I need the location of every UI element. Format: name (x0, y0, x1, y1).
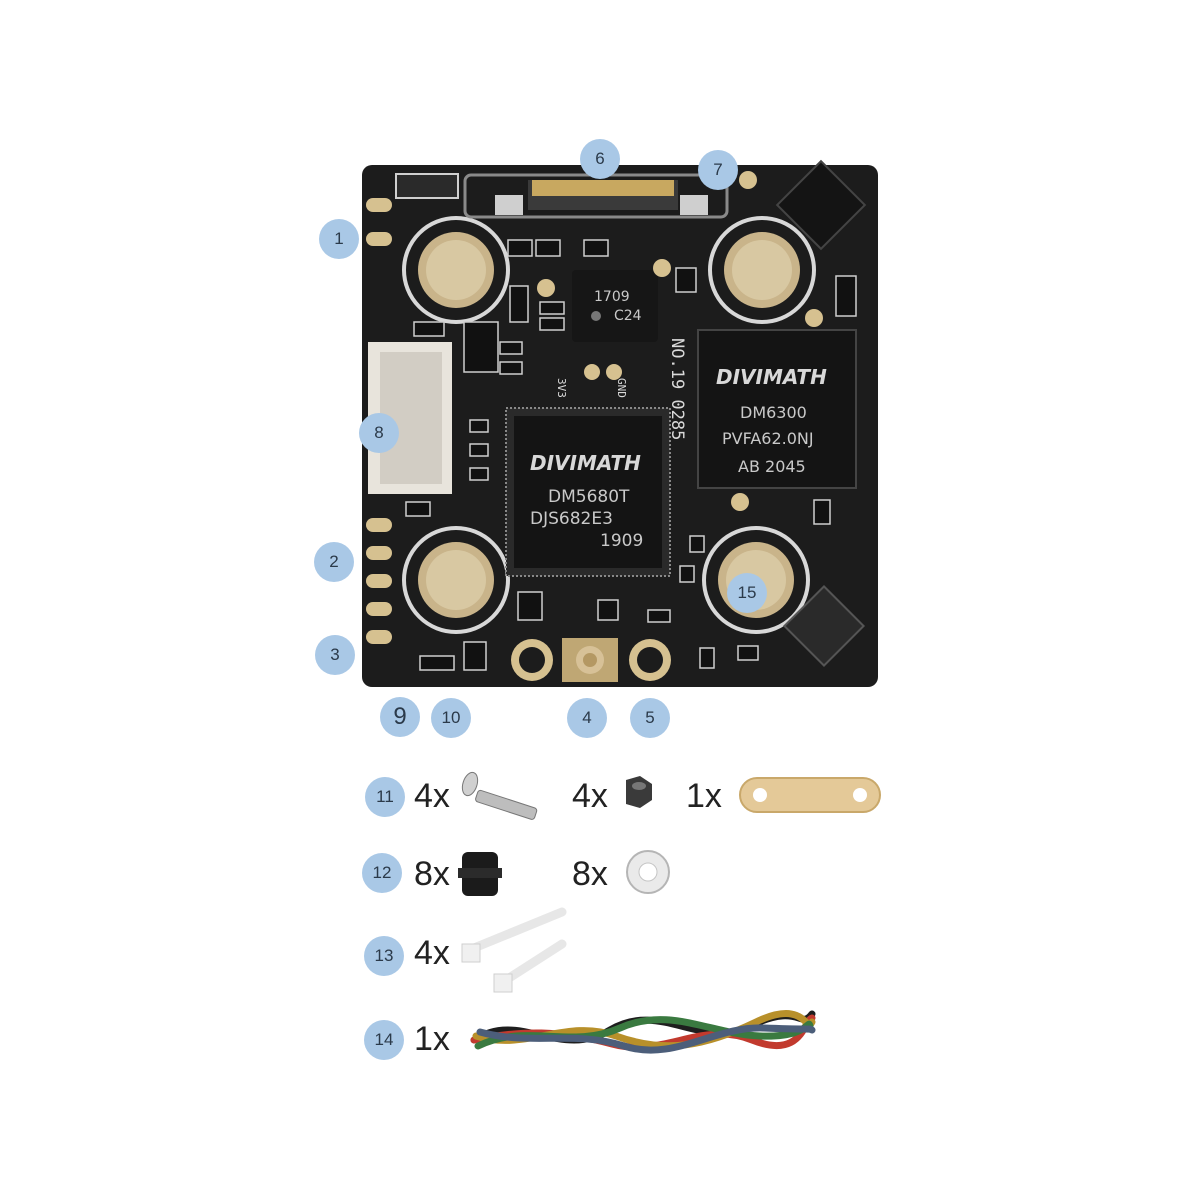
svg-text:1909: 1909 (600, 531, 643, 551)
mount-hole-bottom-left (402, 526, 510, 634)
callout-2: 2 (314, 542, 354, 582)
left-pads (366, 198, 392, 644)
svg-text:DM5680T: DM5680T (548, 487, 630, 507)
antenna-connector (511, 638, 671, 682)
svg-text:DIVIMATH: DIVIMATH (716, 365, 827, 389)
qty-grommet: 8x (414, 855, 450, 893)
svg-text:DIVIMATH: DIVIMATH (530, 451, 641, 475)
callout-15: 15 (727, 573, 767, 613)
qty-nut: 4x (572, 777, 608, 815)
nut-icon (626, 776, 652, 808)
screw-icon (461, 771, 538, 820)
callout-5: 5 (630, 698, 670, 738)
svg-text:1709: 1709 (594, 289, 630, 305)
callout-11: 11 (365, 777, 405, 817)
svg-text:C24: C24 (614, 308, 642, 324)
callout-12: 12 (362, 853, 402, 893)
callout-13: 13 (364, 936, 404, 976)
svg-text:DJS682E3: DJS682E3 (530, 509, 613, 529)
callout-6: 6 (580, 139, 620, 179)
callout-14: 14 (364, 1020, 404, 1060)
main-chip: DIVIMATH DM5680T DJS682E3 1909 (505, 407, 671, 577)
callout-10: 10 (431, 698, 471, 738)
svg-text:GND: GND (615, 378, 628, 398)
svg-text:NO.19 0285: NO.19 0285 (667, 338, 687, 440)
svg-text:PVFA62.0NJ: PVFA62.0NJ (722, 429, 814, 448)
cable-tie-icon (461, 907, 567, 993)
callout-9: 9 (380, 697, 420, 737)
rf-chip: DIVIMATH DM6300 PVFA62.0NJ AB 2045 (697, 329, 857, 489)
small-chip: 1709 C24 (572, 270, 658, 342)
callout-4: 4 (567, 698, 607, 738)
mount-hole-top-left (402, 216, 510, 324)
svg-text:3V3: 3V3 (555, 378, 568, 398)
callout-8: 8 (359, 413, 399, 453)
svg-text:DM6300: DM6300 (740, 403, 807, 422)
washer-icon (626, 850, 670, 894)
qty-screw: 4x (414, 777, 450, 815)
grommet-icon (458, 852, 502, 896)
callout-7: 7 (698, 150, 738, 190)
qty-washer: 8x (572, 855, 608, 893)
mount-hole-top-right (708, 216, 816, 324)
qty-gasket: 1x (686, 777, 722, 815)
wire-harness-icon (470, 1010, 816, 1054)
qty-wire-harness: 1x (414, 1020, 450, 1058)
ribbon-connector (463, 173, 729, 219)
callout-3: 3 (315, 635, 355, 675)
svg-text:AB 2045: AB 2045 (738, 457, 806, 476)
qty-cable-tie: 4x (414, 934, 450, 972)
gasket-icon (739, 777, 881, 813)
callout-1: 1 (319, 219, 359, 259)
pcb-board: 1709 C24 3V3 GND NO.19 0285 DIVIMATH DM5… (362, 159, 878, 687)
